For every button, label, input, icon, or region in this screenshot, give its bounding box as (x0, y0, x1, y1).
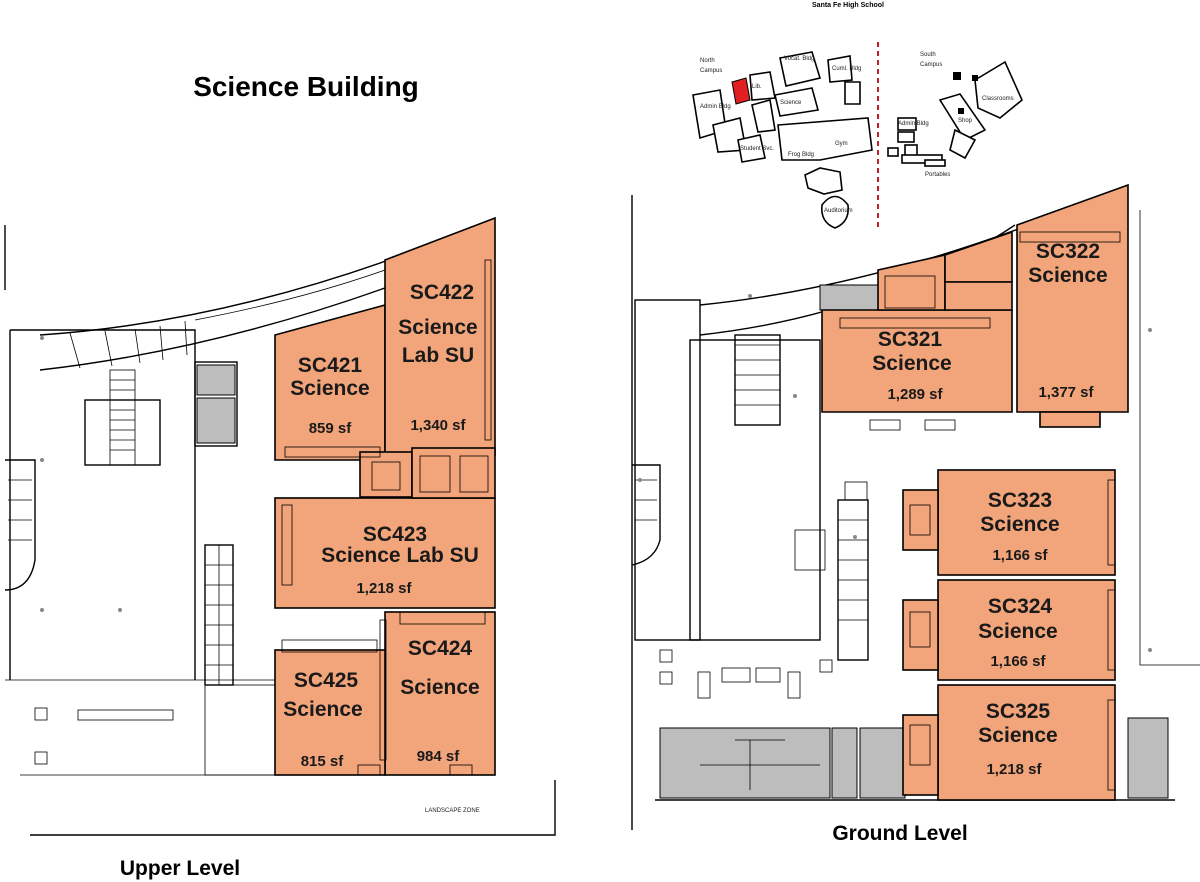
room-sc423[interactable] (274, 497, 496, 609)
room-label-sc423-area: 1,218 sf (356, 580, 412, 597)
restroom-block (659, 727, 831, 799)
room-label-sc421-area: 859 sf (309, 420, 353, 437)
north-campus-line1: North (700, 58, 715, 64)
room-label-sc422-use: Science (398, 316, 477, 339)
south-campus-line1: South (920, 52, 936, 58)
room-label-sc322-id: SC322 (1036, 240, 1100, 263)
ground-level-label: Ground Level (832, 822, 967, 845)
science-building-highlight (731, 77, 751, 105)
room-label-sc321-area: 1,289 sf (887, 386, 943, 403)
upper-level-plan: LANDSCAPE ZONE SC421 Science 859 sf SC42… (4, 216, 556, 836)
room-label-sc325-id: SC325 (986, 700, 1051, 723)
room-label-sc424-id: SC424 (408, 637, 473, 660)
campus-bldg-label: Admin Bldg (898, 121, 929, 127)
room-sc323[interactable] (937, 469, 1116, 576)
room-label-sc423-use: Science Lab SU (321, 544, 479, 567)
room-sc325[interactable] (937, 684, 1116, 801)
school-name: Santa Fe High School (812, 2, 884, 9)
room-label-sc325-use: Science (978, 724, 1057, 747)
campus-bldg-label: Gym (835, 141, 848, 147)
room-label-sc324-area: 1,166 sf (990, 653, 1046, 670)
room-sc425[interactable] (274, 649, 386, 776)
campus-bldg-label: Frog Bldg (788, 152, 814, 158)
campus-bldg-label: Auditorium (824, 208, 853, 214)
campus-key-map: Santa Fe High School North Campus South … (692, 2, 1023, 229)
campus-bldg-label: Lib. (752, 84, 762, 90)
campus-bldg-label: Admin Bldg (700, 104, 731, 110)
room-label-sc423-id: SC423 (363, 523, 427, 546)
room-label-sc424-area: 984 sf (417, 748, 461, 765)
south-campus-line2: Campus (920, 62, 942, 68)
room-label-sc421-id: SC421 (298, 354, 363, 377)
upper-level-label: Upper Level (120, 857, 240, 880)
main-title: Science Building (193, 71, 419, 102)
room-label-sc324-id: SC324 (988, 595, 1053, 618)
room-label-sc324-use: Science (978, 620, 1057, 643)
room-sc324[interactable] (937, 579, 1116, 681)
campus-bldg-label: Student Svc. (740, 146, 774, 152)
room-label-sc321-use: Science (872, 352, 951, 375)
stair-upper-left (84, 369, 161, 466)
north-campus-line2: Campus (700, 68, 722, 74)
campus-bldg-label: Cuml. Bldg (832, 66, 861, 72)
room-label-sc325-area: 1,218 sf (986, 761, 1042, 778)
campus-bldg-label: Science (780, 100, 802, 106)
room-label-sc425-area: 815 sf (301, 753, 345, 770)
room-label-sc322-use: Science (1028, 264, 1107, 287)
room-sc322[interactable] (1016, 183, 1129, 413)
room-label-sc323-id: SC323 (988, 489, 1052, 512)
room-label-sc422-type: Lab SU (402, 344, 474, 367)
room-sc424[interactable] (384, 611, 496, 776)
campus-bldg-label: Vocat. Bldg (784, 56, 814, 62)
room-label-sc323-area: 1,166 sf (992, 547, 1048, 564)
room-label-sc421-use: Science (290, 377, 369, 400)
room-label-sc422-id: SC422 (410, 281, 474, 304)
room-label-sc425-id: SC425 (294, 669, 359, 692)
room-label-sc321-id: SC321 (878, 328, 943, 351)
campus-bldg-label: Portables (925, 172, 950, 178)
room-label-sc323-use: Science (980, 513, 1059, 536)
room-label-sc322-area: 1,377 sf (1038, 384, 1094, 401)
ground-level-plan: SC321 Science 1,289 sf SC322 Science 1,3… (631, 183, 1200, 830)
room-label-sc422-area: 1,340 sf (410, 417, 466, 434)
room-label-sc425-use: Science (283, 698, 362, 721)
room-label-sc424-use: Science (400, 676, 479, 699)
landscape-note: LANDSCAPE ZONE (425, 808, 480, 814)
campus-bldg-label: Classrooms (982, 96, 1014, 102)
campus-bldg-label: Shop (958, 118, 973, 124)
